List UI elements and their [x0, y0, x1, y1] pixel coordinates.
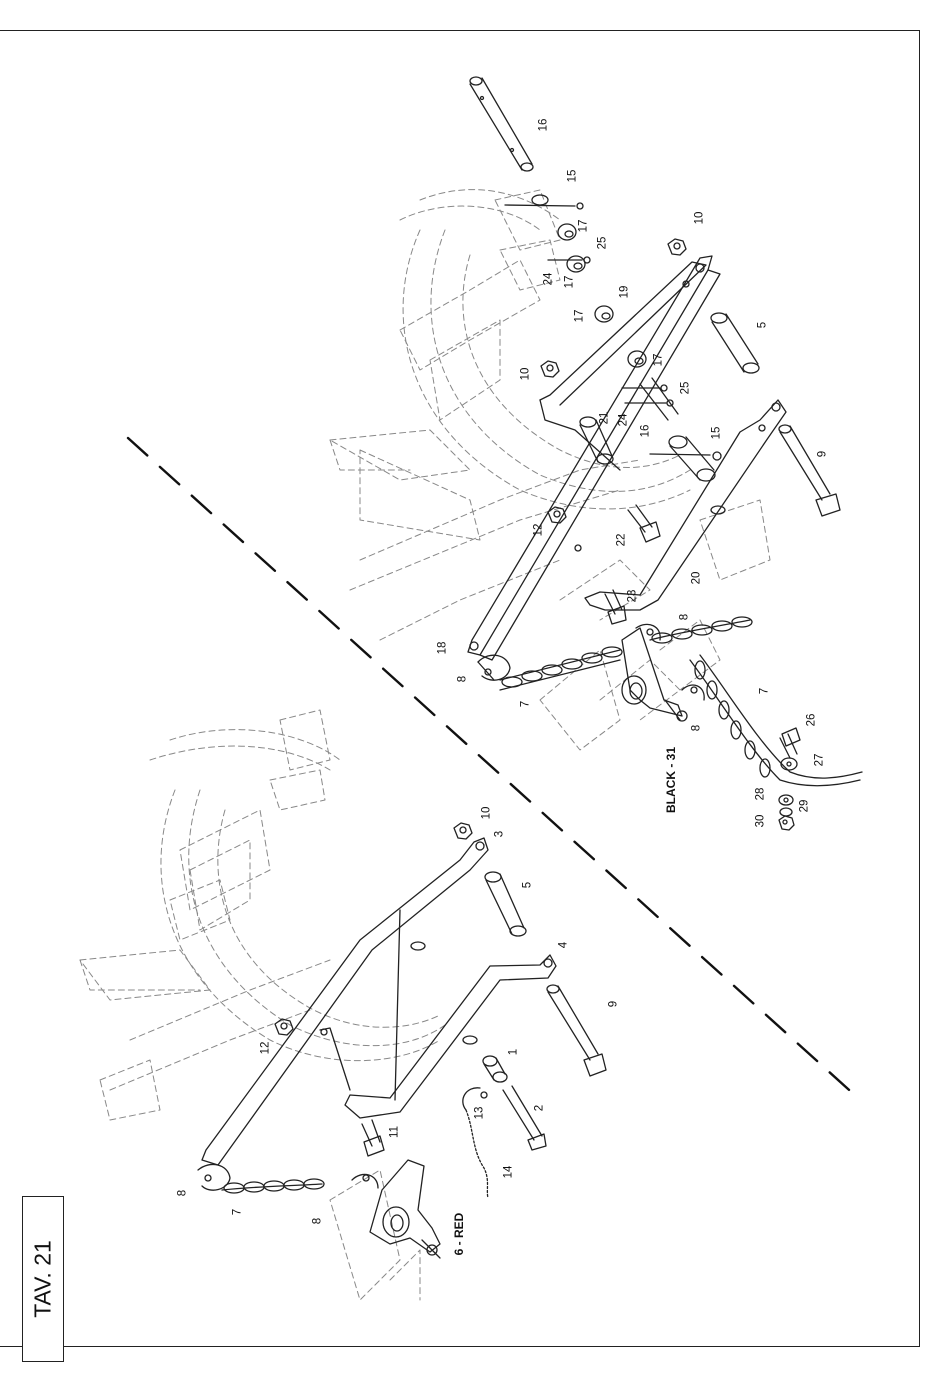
callout-3: 3 [494, 831, 506, 837]
separator-line [128, 438, 858, 1098]
lower-bolt-11 [362, 1120, 384, 1156]
callout-17: 17 [574, 310, 586, 323]
callout-8: 8 [457, 676, 469, 682]
callout-21: 21 [599, 412, 611, 425]
callout-25: 25 [597, 237, 609, 250]
callout-31-black: BLACK - 31 [665, 747, 677, 813]
lower-nut-10 [454, 823, 472, 839]
callout-17: 17 [653, 354, 665, 367]
upper-chain-left [500, 647, 622, 690]
callout-29: 29 [799, 800, 811, 813]
callout-10: 10 [694, 212, 706, 225]
callout-10: 10 [481, 807, 493, 820]
upper-pin-16 [470, 77, 533, 171]
lower-chain-7 [222, 1179, 324, 1193]
callout-16: 16 [640, 425, 652, 438]
callout-19: 19 [619, 286, 631, 299]
callout-20: 20 [691, 572, 703, 585]
callout-10: 10 [520, 368, 532, 381]
callout-12: 12 [260, 1042, 272, 1055]
callout-8: 8 [177, 1190, 189, 1196]
callout-16: 16 [538, 119, 550, 132]
lower-tractor-frame-ghost [80, 710, 445, 1300]
callout-18: 18 [437, 642, 449, 655]
callout-4: 4 [558, 942, 570, 948]
lower-pin-2 [503, 1086, 546, 1150]
upper-chain-lower [690, 655, 862, 786]
upper-bolt-23 [605, 590, 626, 624]
callout-22: 22 [616, 534, 628, 547]
callout-2: 2 [534, 1105, 546, 1111]
callout-26: 26 [806, 714, 818, 727]
upper-drawbar-arm-20 [575, 400, 786, 610]
callout-9: 9 [817, 451, 829, 457]
callout-28: 28 [755, 788, 767, 801]
lower-bushing-1 [483, 1056, 507, 1082]
upper-pin-15-top [505, 195, 583, 209]
upper-drawbar-arm-18 [468, 256, 720, 660]
callout-5: 5 [757, 322, 769, 328]
lower-drawbar-arm-3 [202, 838, 556, 1165]
callout-8: 8 [679, 614, 691, 620]
callout-30: 30 [755, 815, 767, 828]
callout-17: 17 [578, 220, 590, 233]
callout-5: 5 [522, 882, 534, 888]
lower-pin-9 [547, 985, 606, 1076]
callout-23: 23 [627, 590, 639, 603]
callout-17: 17 [564, 276, 576, 289]
callout-13: 13 [474, 1107, 486, 1120]
upper-fasteners-26-30 [779, 728, 800, 830]
callout-25: 25 [680, 382, 692, 395]
lower-shackles-8 [198, 1164, 378, 1190]
callout-7: 7 [232, 1209, 244, 1215]
callout-1: 1 [508, 1049, 520, 1055]
callout-7: 7 [759, 688, 771, 694]
upper-spacer-tube-5 [711, 313, 759, 373]
sheet-title: TAV. 21 [30, 1240, 57, 1318]
lower-nut-12 [275, 1019, 293, 1035]
lower-retainer-chain-14 [466, 1110, 488, 1198]
callout-11: 11 [389, 1126, 401, 1138]
callout-27: 27 [814, 754, 826, 767]
lower-hitch-6 [370, 1160, 440, 1258]
lower-spacer-tube-5 [485, 872, 526, 936]
callout-8: 8 [691, 725, 703, 731]
callout-6-red: 6 - RED [453, 1213, 465, 1256]
callout-15: 15 [711, 427, 723, 440]
callout-9: 9 [608, 1001, 620, 1007]
upper-pin-9 [779, 425, 840, 516]
callout-24: 24 [543, 273, 555, 286]
callout-8: 8 [312, 1218, 324, 1224]
callout-15: 15 [567, 170, 579, 183]
upper-bolt-22 [628, 505, 660, 542]
callout-14: 14 [503, 1166, 515, 1179]
callout-24: 24 [618, 414, 630, 427]
callout-12: 12 [533, 524, 545, 537]
callout-7: 7 [520, 701, 532, 707]
